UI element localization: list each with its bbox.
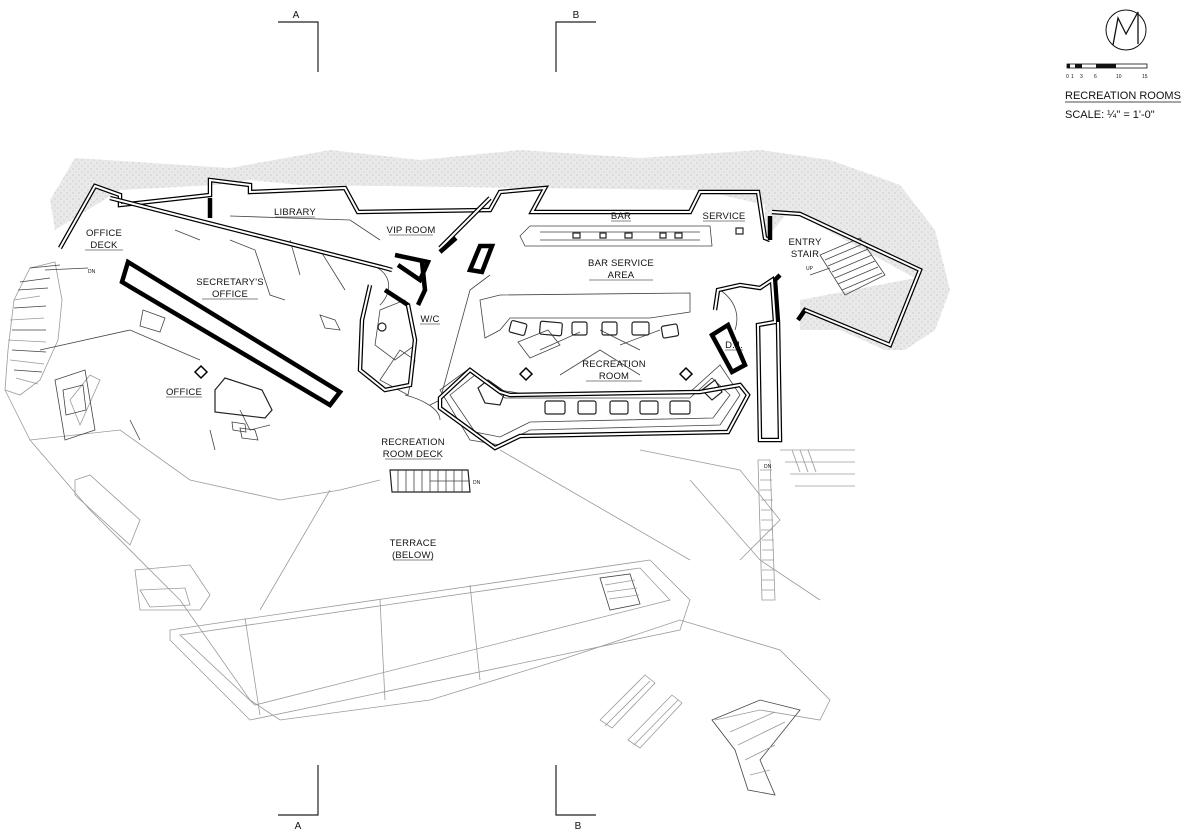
svg-text:10: 10 — [1116, 74, 1122, 80]
label-secretarys-office-1: SECRETARY'S — [196, 277, 264, 288]
drawing-title: RECREATION ROOMS — [1065, 90, 1181, 102]
section-marker-a-top: A — [278, 10, 319, 72]
section-marker-b-top: B — [555, 10, 596, 72]
label-office-deck-2: DECK — [90, 240, 118, 251]
site-linework: DN DN DN — [4, 261, 855, 796]
label-office-deck-1: OFFICE — [86, 228, 122, 239]
label-bar: BAR — [611, 211, 631, 222]
label-terrace-2: (BELOW) — [392, 550, 434, 561]
label-recreation-room-2: ROOM — [599, 371, 629, 382]
label-secretarys-office-2: OFFICE — [212, 289, 248, 300]
walls — [58, 177, 923, 451]
label-bar-service-area-1: BAR SERVICE — [588, 258, 654, 269]
svg-text:1: 1 — [1071, 74, 1074, 80]
label-library: LIBRARY — [274, 207, 316, 218]
section-marker-a-bottom: A — [278, 765, 319, 832]
label-underlines — [85, 216, 745, 561]
label-bar-service-area-2: AREA — [608, 270, 635, 281]
label-vip-room: VIP ROOM — [387, 225, 436, 236]
svg-text:DN: DN — [473, 480, 481, 486]
terrain-hatch — [50, 150, 950, 350]
label-stair: STAIR — [791, 249, 819, 260]
label-entry: ENTRY — [788, 237, 821, 248]
drawing-scale: SCALE: ¼" = 1'-0" — [1065, 109, 1155, 121]
label-service: SERVICE — [703, 211, 746, 222]
label-recreation-room-1: RECREATION — [582, 359, 646, 370]
svg-text:A: A — [295, 821, 302, 832]
svg-text:6: 6 — [1094, 74, 1097, 80]
label-terrace-1: TERRACE — [390, 538, 437, 549]
svg-text:UP: UP — [806, 266, 814, 272]
svg-text:DN: DN — [88, 269, 96, 275]
svg-text:15: 15 — [1142, 74, 1148, 80]
room-labels: LIBRARY VIP ROOM BAR SERVICE ENTRY STAIR… — [86, 207, 822, 561]
label-office: OFFICE — [166, 387, 202, 398]
north-arrow-icon — [1105, 9, 1147, 51]
section-marker-b-bottom: B — [555, 765, 596, 832]
label-wc: W/C — [420, 314, 439, 325]
scale-bar: 0 1 3 6 10 15 — [1066, 63, 1148, 80]
label-dj: D.J. — [725, 340, 743, 351]
svg-text:3: 3 — [1080, 74, 1083, 80]
svg-text:B: B — [573, 10, 580, 21]
svg-text:DN: DN — [764, 464, 772, 470]
label-rec-room-deck-2: ROOM DECK — [383, 449, 444, 460]
svg-text:0: 0 — [1066, 74, 1069, 80]
svg-text:A: A — [293, 10, 300, 21]
label-rec-room-deck-1: RECREATION — [381, 437, 445, 448]
svg-text:B: B — [575, 821, 582, 832]
interior-linework: UP — [29, 215, 886, 451]
furniture — [193, 227, 744, 419]
